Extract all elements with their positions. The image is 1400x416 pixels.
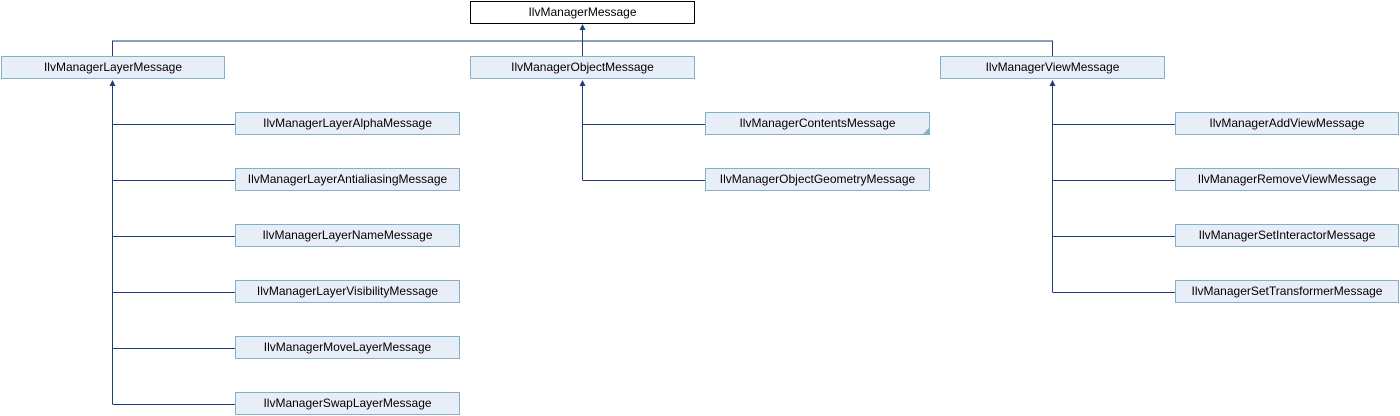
node-label: IlvManagerLayerNameMessage xyxy=(262,228,433,242)
node-set-transformer-message[interactable]: IlvManagerSetTransformerMessage xyxy=(1175,280,1399,303)
node-layer-alpha-message[interactable]: IlvManagerLayerAlphaMessage xyxy=(235,112,460,135)
node-label: IlvManagerObjectMessage xyxy=(511,60,654,74)
node-label: IlvManagerRemoveViewMessage xyxy=(1197,172,1377,186)
node-object-message[interactable]: IlvManagerObjectMessage xyxy=(470,56,695,79)
node-label: IlvManagerLayerAlphaMessage xyxy=(263,116,432,130)
node-swap-layer-message[interactable]: IlvManagerSwapLayerMessage xyxy=(235,392,460,415)
node-view-message[interactable]: IlvManagerViewMessage xyxy=(940,56,1165,79)
node-contents-message[interactable]: IlvManagerContentsMessage xyxy=(705,112,930,135)
node-add-view-message[interactable]: IlvManagerAddViewMessage xyxy=(1175,112,1399,135)
node-label: IlvManagerSetTransformerMessage xyxy=(1191,284,1383,298)
arrow-group-0 xyxy=(109,80,116,86)
node-label: IlvManagerMoveLayerMessage xyxy=(263,340,432,354)
node-layer-name-message[interactable]: IlvManagerLayerNameMessage xyxy=(235,224,460,247)
node-layer-message[interactable]: IlvManagerLayerMessage xyxy=(1,56,225,79)
arrow-root xyxy=(579,24,586,30)
node-label: IlvManagerAddViewMessage xyxy=(1209,116,1365,130)
node-label: IlvManagerLayerVisibilityMessage xyxy=(256,284,439,298)
node-label: IlvManagerContentsMessage xyxy=(739,116,896,130)
node-layer-antialiasing-message[interactable]: IlvManagerLayerAntialiasingMessage xyxy=(235,168,460,191)
node-layer-visibility-message[interactable]: IlvManagerLayerVisibilityMessage xyxy=(235,280,460,303)
node-root: IlvManagerMessage xyxy=(470,1,695,24)
edge-root-bus xyxy=(112,40,1053,56)
node-set-interactor-message[interactable]: IlvManagerSetInteractorMessage xyxy=(1175,224,1399,247)
collapsed-subclasses-icon xyxy=(923,128,929,134)
arrow-group-1 xyxy=(579,80,586,86)
node-remove-view-message[interactable]: IlvManagerRemoveViewMessage xyxy=(1175,168,1399,191)
node-label: IlvManagerSetInteractorMessage xyxy=(1198,228,1376,242)
node-object-geometry-message[interactable]: IlvManagerObjectGeometryMessage xyxy=(705,168,930,191)
node-label: IlvManagerLayerMessage xyxy=(43,60,183,74)
node-move-layer-message[interactable]: IlvManagerMoveLayerMessage xyxy=(235,336,460,359)
node-label: IlvManagerLayerAntialiasingMessage xyxy=(247,172,448,186)
arrow-group-2 xyxy=(1049,80,1056,86)
node-label: IlvManagerObjectGeometryMessage xyxy=(719,172,916,186)
node-label: IlvManagerSwapLayerMessage xyxy=(263,396,432,410)
node-root-label: IlvManagerMessage xyxy=(528,5,637,19)
node-label: IlvManagerViewMessage xyxy=(985,60,1120,74)
